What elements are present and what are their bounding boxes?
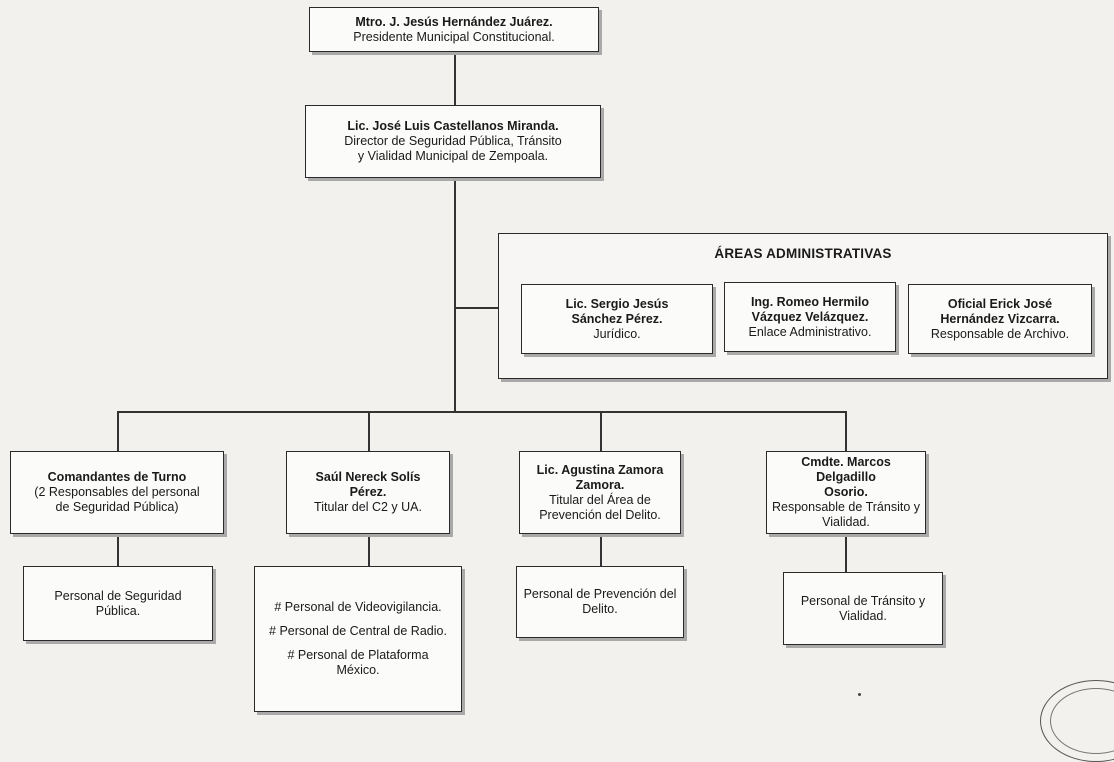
unit-role-line2: Prevención del Delito. (539, 507, 661, 522)
admin-member-enlace: Ing. Romeo Hermilo Vázquez Velázquez. En… (724, 282, 896, 352)
connector-director-trunk (454, 178, 456, 412)
connector-trunk-admin (454, 307, 499, 309)
admin-member-role: Enlace Administrativo. (748, 324, 872, 339)
staff-transito-box: Personal de Tránsito y Vialidad. (783, 572, 943, 645)
staff-line2: Vialidad. (839, 608, 887, 623)
admin-member-name-line1: Ing. Romeo Hermilo (750, 294, 870, 309)
unit-role-line1: Responsable de Tránsito y (771, 500, 920, 514)
admin-member-name-line2: Sánchez Pérez. (571, 311, 663, 326)
admin-member-juridico: Lic. Sergio Jesús Sánchez Pérez. Jurídic… (521, 284, 713, 354)
staff-item-plataforma-cont: México. (336, 663, 380, 677)
connector-unit-3 (600, 411, 602, 451)
unit-role-line2: Vialidad. (822, 515, 870, 529)
unit-role-line1: (2 Responsables del personal (34, 485, 200, 499)
unit-role-line2: de Seguridad Pública) (55, 500, 179, 514)
connector-staff-4 (845, 534, 847, 572)
director-role-line2: y Vialidad Municipal de Zempoala. (357, 149, 549, 163)
president-name: Mtro. J. Jesús Hernández Juárez. (355, 14, 553, 29)
admin-member-role: Jurídico. (593, 326, 641, 341)
unit-c2-box: Saúl Nereck Solís Pérez. Titular del C2 … (286, 451, 450, 534)
unit-name-line2: Zamora. (575, 477, 625, 492)
staff-line1: Personal de Tránsito y (800, 593, 926, 608)
unit-name-line1: Lic. Agustina Zamora (536, 462, 664, 477)
unit-transito-box: Cmdte. Marcos Delgadillo Osorio. Respons… (766, 451, 926, 534)
unit-name-line2: Osorio. (824, 485, 868, 499)
admin-member-name-line2: Vázquez Velázquez. (751, 309, 869, 324)
staff-line1: Personal de Seguridad (54, 588, 182, 603)
unit-prevencion-box: Lic. Agustina Zamora Zamora. Titular del… (519, 451, 681, 534)
director-name: Lic. José Luis Castellanos Miranda. (347, 119, 559, 133)
admin-member-role: Responsable de Archivo. (930, 326, 1070, 341)
staff-prevencion-box: Personal de Prevención del Delito. (516, 566, 684, 638)
unit-name-line1: Saúl Nereck Solís (315, 470, 421, 484)
unit-role-line1: Titular del Área de (549, 492, 651, 507)
director-box: Lic. José Luis Castellanos Miranda. Dire… (305, 105, 601, 178)
president-role: Presidente Municipal Constitucional. (353, 29, 555, 44)
director-role-line1: Director de Seguridad Pública, Tránsito (344, 134, 562, 148)
president-box: Mtro. J. Jesús Hernández Juárez. Preside… (309, 7, 599, 52)
ink-mark (858, 693, 861, 696)
admin-areas-title: ÁREAS ADMINISTRATIVAS (714, 246, 892, 261)
connector-unit-4 (845, 411, 847, 451)
connector-president-director (454, 52, 456, 105)
admin-member-archivo: Oficial Erick José Hernández Vizcarra. R… (908, 284, 1092, 354)
unit-name-line2: Pérez. (349, 485, 387, 499)
staff-item-radio: # Personal de Central de Radio. (269, 624, 447, 638)
admin-member-name-line1: Oficial Erick José (947, 296, 1053, 311)
connector-staff-3 (600, 534, 602, 566)
staff-line1: Personal de Prevención del (523, 587, 677, 601)
staff-line2: Pública. (95, 603, 141, 618)
unit-name: Comandantes de Turno (47, 470, 187, 484)
admin-member-name-line2: Hernández Vizcarra. (940, 311, 1060, 326)
unit-comandantes-box: Comandantes de Turno (2 Responsables del… (10, 451, 224, 534)
staff-item-plataforma: # Personal de Plataforma (287, 648, 429, 662)
admin-member-name-line1: Lic. Sergio Jesús (565, 296, 669, 311)
connector-staff-2 (368, 534, 370, 566)
connector-staff-1 (117, 534, 119, 566)
connector-unit-1 (117, 411, 119, 451)
unit-name-line1: Cmdte. Marcos Delgadillo (801, 455, 891, 484)
staff-line2: Delito. (582, 602, 618, 616)
staff-c2-box: # Personal de Videovigilancia. # Persona… (254, 566, 462, 712)
staff-item-videovigilancia: # Personal de Videovigilancia. (274, 600, 442, 614)
connector-unit-2 (368, 411, 370, 451)
staff-seguridad-box: Personal de Seguridad Pública. (23, 566, 213, 641)
unit-role: Titular del C2 y UA. (314, 500, 422, 514)
connector-units-bus (117, 411, 846, 413)
